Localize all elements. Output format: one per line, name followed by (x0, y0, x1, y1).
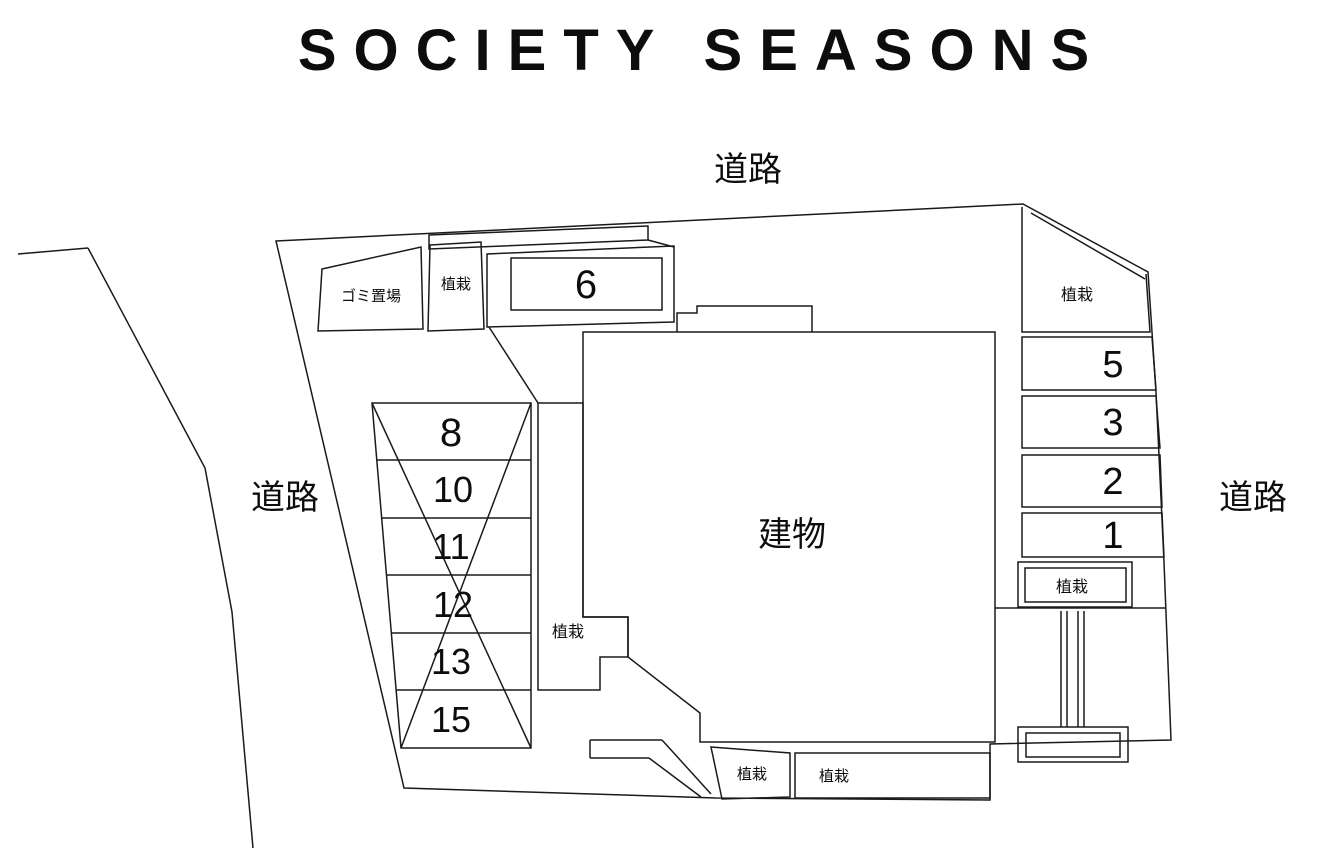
property-boundary (275, 203, 1172, 801)
garbage-area (317, 246, 424, 332)
parking-space-2 (1021, 454, 1163, 508)
planting-area-center (537, 402, 629, 691)
road-label-right: 道路 (1219, 479, 1287, 517)
road-label-top: 道路 (714, 151, 782, 189)
planting-area-bottom-center (794, 752, 991, 799)
left-road-edge-top (17, 247, 89, 255)
courtyard-diagonal (488, 326, 539, 404)
parking-space-2-label: 2 (1102, 461, 1123, 503)
parking-space-11-label: 11 (432, 526, 469, 567)
building-label: 建物 (758, 516, 826, 554)
fence-strip (428, 225, 649, 250)
bottom-right-structure-inner (1025, 732, 1121, 758)
parking-space-13-label: 13 (431, 641, 471, 682)
planting-label-top-left: 植栽 (441, 276, 471, 293)
parking-space-12-label: 12 (433, 584, 473, 625)
bottom-right-structure-outer (1017, 726, 1129, 763)
parking-space-15-label: 15 (431, 699, 471, 740)
parking-space-8-label: 8 (440, 411, 462, 455)
building-top-protrusion (676, 305, 813, 332)
planting-label-right: 植栽 (1056, 578, 1088, 596)
cross-out-mark-line-2 (400, 402, 532, 749)
parking-space-6-label: 6 (575, 263, 597, 307)
planting-area-top-left (427, 241, 485, 332)
parking-space-3-label: 3 (1102, 402, 1123, 444)
parking-space-1-label: 1 (1102, 515, 1123, 557)
parking-6-enclosure (486, 245, 675, 328)
parking-space-5-label: 5 (1102, 344, 1123, 386)
planting-area-top-right (1021, 207, 1151, 333)
entrance-ramp-edge-2 (648, 757, 702, 798)
parking-space-6 (510, 257, 663, 311)
planting-area-bottom-left (710, 746, 791, 800)
parking-space-1 (1021, 512, 1165, 558)
planting-label-top-right: 植栽 (1061, 286, 1093, 304)
planting-label-bottom-left: 植栽 (737, 766, 767, 783)
page-title: SOCIETY SEASONS (298, 18, 1106, 83)
left-road-edge (87, 247, 254, 849)
planting-label-bottom-center: 植栽 (819, 768, 849, 785)
planting-area-right-outer (1017, 561, 1133, 608)
parking-space-3 (1021, 395, 1161, 449)
cross-out-mark-line-1 (371, 402, 532, 749)
road-label-left: 道路 (251, 479, 319, 517)
parking-space-10-label: 10 (433, 469, 473, 510)
garbage-area-label: ゴミ置場 (341, 287, 401, 305)
entrance-ramp-edge-1 (661, 739, 712, 795)
planting-label-center: 植栽 (552, 623, 584, 641)
planting-area-top-right-inner-edge (1030, 212, 1146, 280)
planting-area-right-inner (1024, 567, 1127, 603)
parking-space-5 (1021, 336, 1157, 391)
